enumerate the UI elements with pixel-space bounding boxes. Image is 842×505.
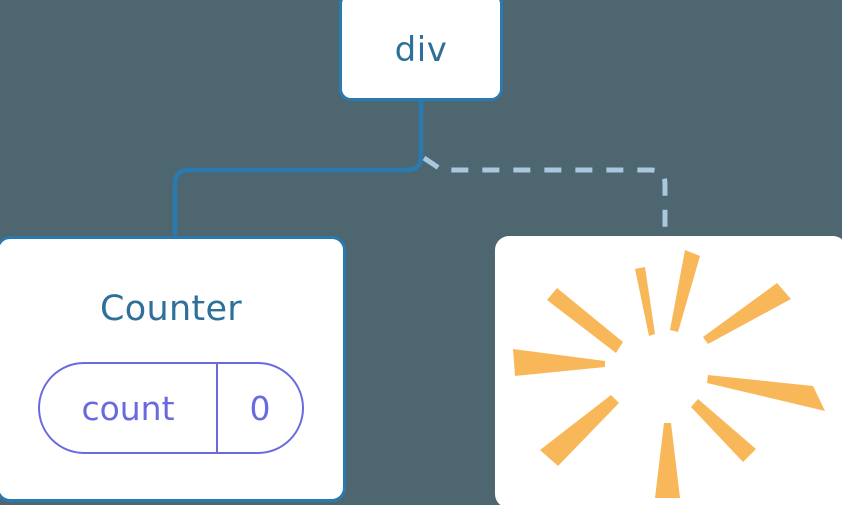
state-pill-value: 0	[249, 388, 271, 428]
sparkle-burst-icon	[513, 250, 825, 498]
node-render[interactable]	[495, 236, 842, 505]
sparkle-ray	[540, 395, 619, 466]
state-pill-count[interactable]: count 0	[38, 362, 304, 454]
node-div[interactable]: div	[339, 0, 503, 101]
node-counter[interactable]: Counter count 0	[0, 236, 346, 502]
sparkle-ray	[670, 250, 700, 332]
sparkle-ray	[547, 288, 623, 353]
sparkle-ray	[513, 349, 605, 376]
state-pill-divider	[216, 364, 218, 452]
node-counter-label: Counter	[100, 289, 242, 329]
sparkle-ray	[635, 267, 655, 336]
sparkle-ray	[655, 423, 680, 498]
edge-div-to-render	[422, 155, 668, 238]
sparkle-ray	[707, 375, 825, 411]
node-div-label: div	[394, 29, 448, 70]
state-pill-key: count	[81, 388, 175, 428]
edge-div-to-counter	[172, 97, 424, 241]
sparkle-ray	[703, 283, 791, 344]
sparkle-ray	[691, 399, 756, 462]
